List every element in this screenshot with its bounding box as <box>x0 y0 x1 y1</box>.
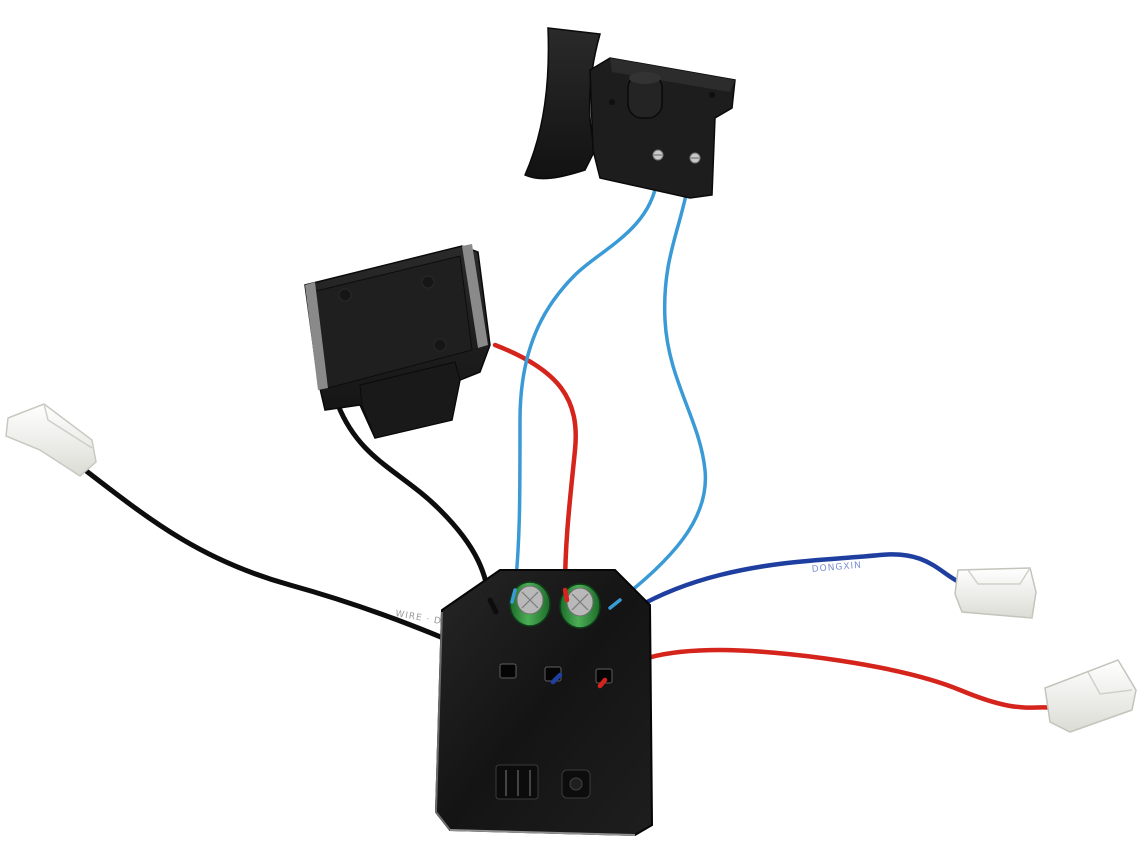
capacitor-left <box>509 581 551 627</box>
red-wire-right <box>602 647 1058 711</box>
right-white-connector-lower <box>1044 659 1137 733</box>
left-white-connector <box>5 403 97 477</box>
light-blue-wire-2 <box>618 183 708 602</box>
black-wire-switch <box>335 402 493 603</box>
blue-wire-print: DONGXIN <box>811 561 862 575</box>
light-blue-wire-1 <box>513 178 659 592</box>
right-white-connector-upper <box>954 567 1037 619</box>
trigger-switch <box>524 27 736 199</box>
red-wire-switch <box>492 342 578 593</box>
controller-board <box>434 569 654 837</box>
reverse-switch <box>304 244 491 439</box>
solder-pad <box>499 663 517 679</box>
